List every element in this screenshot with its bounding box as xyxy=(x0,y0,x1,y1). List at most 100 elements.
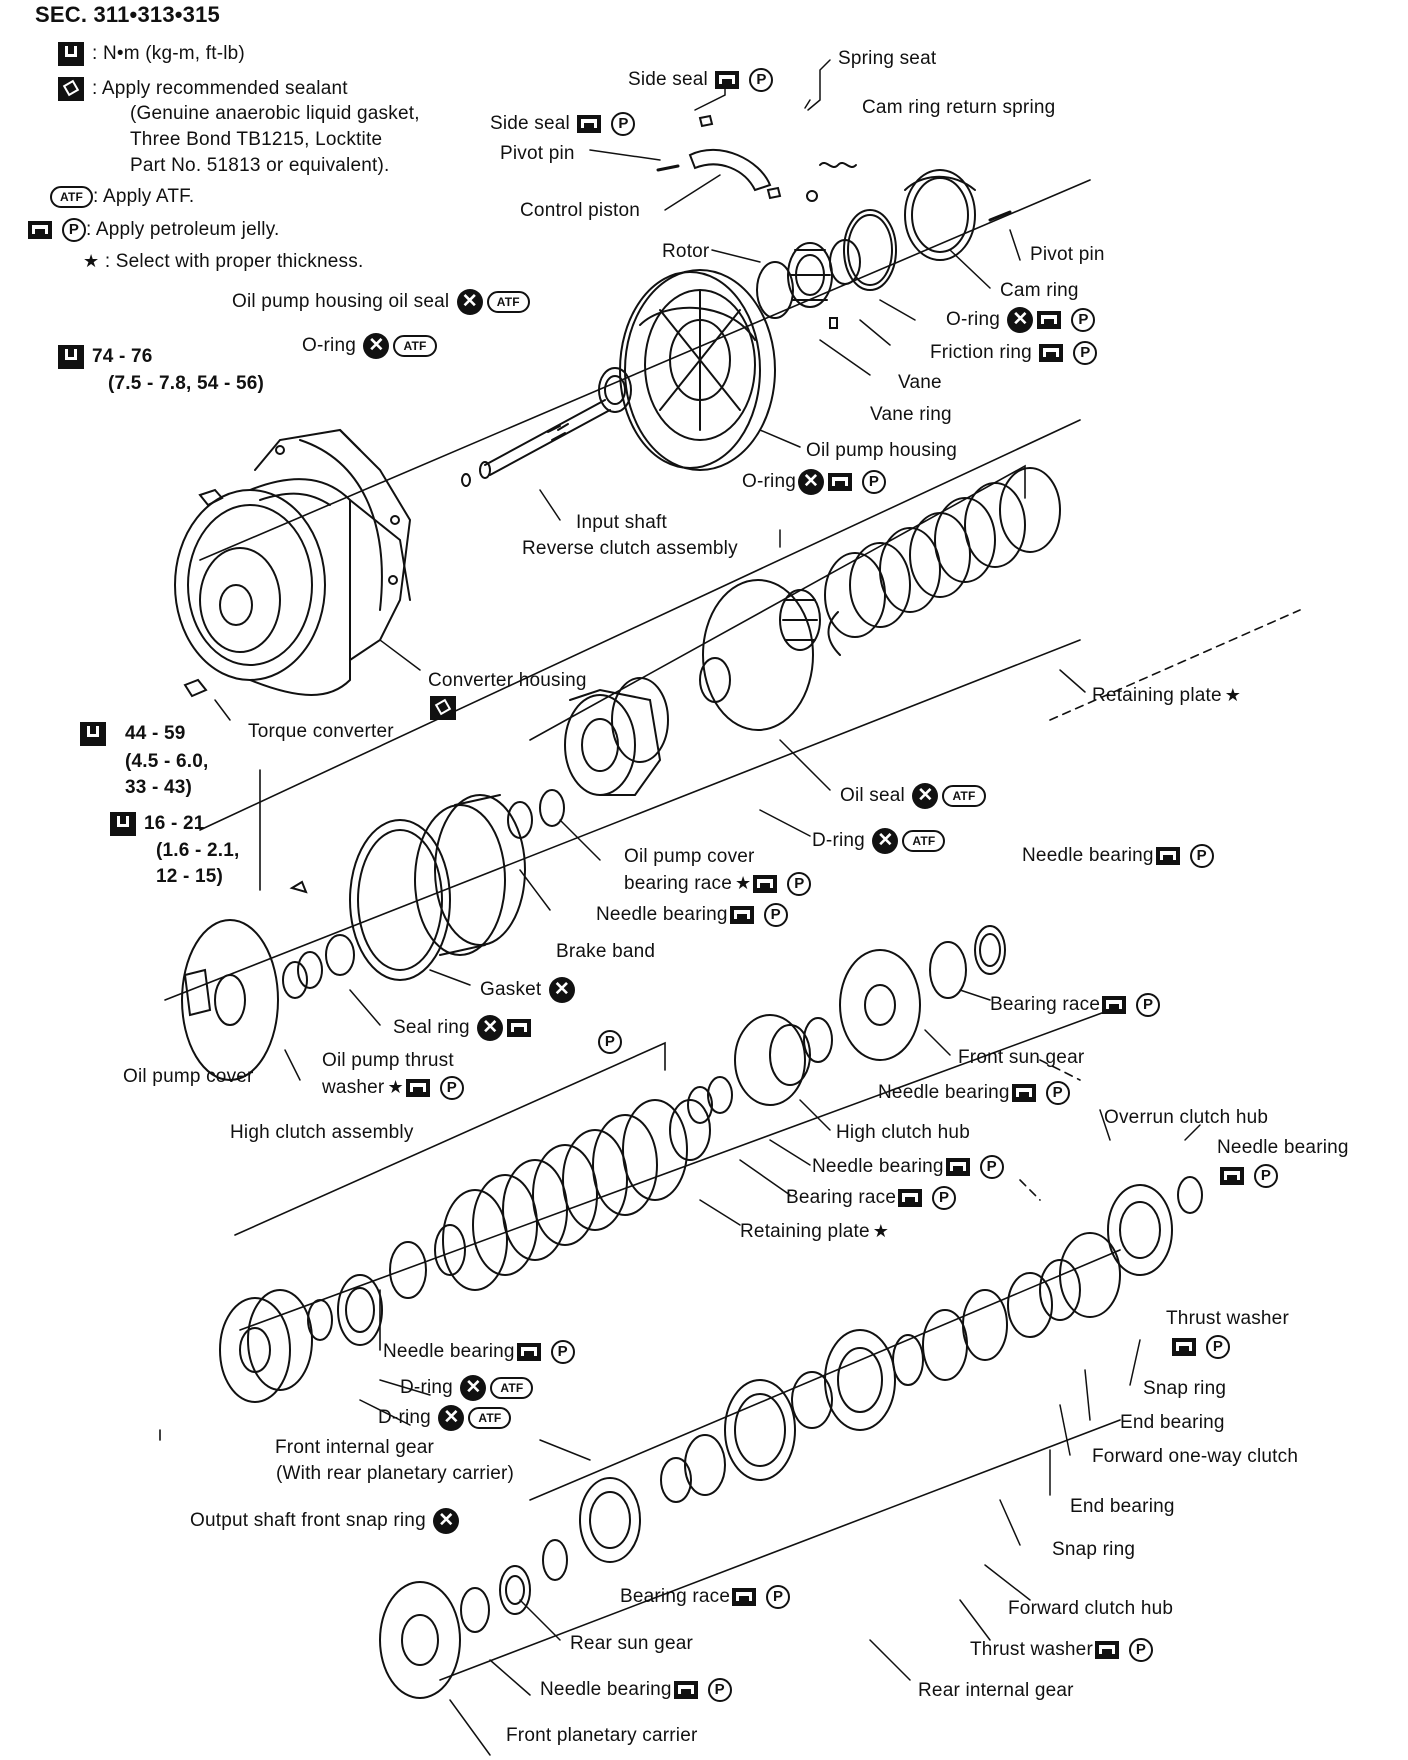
label-front-planetary-carrier: Front planetary carrier xyxy=(506,1725,698,1746)
replace-x-icon: ✕ xyxy=(433,1508,460,1534)
label-forward-clutch-hub: Forward clutch hub xyxy=(1008,1598,1174,1619)
label-oil-pump-housing-oil-seal: Oil pump housing oil seal ✕ATF xyxy=(232,289,530,315)
converter-housing-drawing xyxy=(254,428,412,661)
label-high-clutch-hub: High clutch hub xyxy=(836,1122,970,1143)
thrust-washer-1-icons: P xyxy=(1170,1335,1230,1359)
torque-converter-drawing xyxy=(174,478,351,696)
petroleum-jelly-icon xyxy=(1094,1640,1125,1660)
petroleum-jelly-icon xyxy=(1220,1166,1250,1186)
label-reverse-clutch-assembly: Reverse clutch assembly xyxy=(522,538,738,559)
replace-x-icon: ✕ xyxy=(872,828,899,854)
label-front-internal-gear-2: (With rear planetary carrier) xyxy=(276,1463,515,1484)
group-bracket-lines xyxy=(159,464,1121,1501)
petroleum-jelly-icon xyxy=(729,905,760,925)
p-circle-icon: P xyxy=(862,470,886,494)
petroleum-jelly-icon xyxy=(732,1587,762,1607)
star-icon: ★ xyxy=(83,251,100,271)
gasket-drawing xyxy=(349,819,451,981)
p-circle-icon: P xyxy=(598,1030,622,1054)
p-circle-icon: P xyxy=(1071,308,1096,332)
label-oil-pump-thrust-washer: Oil pump thrust xyxy=(322,1050,454,1071)
replace-x-icon: ✕ xyxy=(456,289,483,315)
p-circle-icon: P xyxy=(763,903,788,927)
label-snap-ring-1: Snap ring xyxy=(1143,1378,1227,1399)
torque-spec-3-detail-b: 12 - 15) xyxy=(156,866,224,887)
legend-atf: ATF: Apply ATF. xyxy=(48,186,194,208)
converter-housing-sealant xyxy=(430,696,464,720)
label-seal-ring: Seal ring ✕ xyxy=(393,1015,539,1041)
label-retaining-plate-1: Retaining plate★ xyxy=(1092,685,1242,706)
label-oil-pump-thrust-washer-2: washer★P xyxy=(322,1076,464,1100)
control-piston-drawing xyxy=(656,114,857,202)
petroleum-jelly-icon xyxy=(516,1342,547,1362)
replace-x-icon: ✕ xyxy=(438,1405,465,1431)
p-circle-icon: P xyxy=(1073,341,1098,365)
petroleum-jelly-icon xyxy=(577,114,607,134)
label-vane: Vane xyxy=(898,372,942,393)
replace-x-icon: ✕ xyxy=(363,333,390,359)
label-front-sun-gear: Front sun gear xyxy=(958,1047,1085,1068)
label-d-ring-2: D-ring ✕ATF xyxy=(400,1375,534,1401)
label-forward-one-way-clutch: Forward one-way clutch xyxy=(1092,1446,1299,1467)
bolts-drawing xyxy=(183,488,308,894)
petroleum-jelly-icon xyxy=(673,1680,704,1700)
star-icon: ★ xyxy=(387,1077,404,1098)
label-d-ring-3: D-ring ✕ATF xyxy=(378,1405,512,1431)
atf-icon: ATF xyxy=(393,335,437,357)
label-oil-pump-cover-bearing-race: Oil pump cover xyxy=(624,846,755,867)
label-overrun-clutch-hub: Overrun clutch hub xyxy=(1104,1107,1269,1128)
p-circle-icon: P xyxy=(611,112,636,136)
reverse-clutch-drawing xyxy=(564,467,1061,796)
label-side-seal-2: Side seal P xyxy=(490,112,636,136)
front-sun-gear-drawing xyxy=(839,925,1006,1061)
label-needle-bearing-4: Needle bearing xyxy=(1217,1137,1349,1158)
o-ring-large-drawing xyxy=(619,271,761,469)
torque-spec-2: 44 - 59 xyxy=(80,722,186,746)
label-o-ring-2: O-ring ✕P xyxy=(946,307,1096,333)
label-d-ring-1: D-ring ✕ATF xyxy=(812,828,946,854)
label-oil-pump-cover: Oil pump cover xyxy=(123,1066,254,1087)
label-oil-pump-cover-bearing-race-2: bearing race★P xyxy=(624,872,812,896)
front-planetary-carrier-drawing xyxy=(379,1539,568,1699)
label-side-seal-1: Side seal P xyxy=(628,68,774,92)
petroleum-jelly-icon xyxy=(828,472,858,492)
label-output-shaft-front-snap-ring: Output shaft front snap ring ✕ xyxy=(190,1508,461,1534)
label-leaders xyxy=(214,59,1201,1756)
p-circle-icon: P xyxy=(1254,1164,1278,1188)
label-brake-band: Brake band xyxy=(556,941,656,962)
p-circle-icon: P xyxy=(439,1076,464,1100)
replace-x-icon: ✕ xyxy=(477,1015,504,1041)
replace-x-icon: ✕ xyxy=(460,1375,487,1401)
replace-x-icon: ✕ xyxy=(1007,307,1034,333)
torque-wrench-icon xyxy=(58,42,84,66)
p-circle-icon: P xyxy=(1206,1335,1230,1359)
p-circle-icon: P xyxy=(749,68,774,92)
label-rotor: Rotor xyxy=(662,241,710,262)
torque-spec-2-detail-a: (4.5 - 6.0, xyxy=(125,751,209,772)
legend-sealant-line2: (Genuine anaerobic liquid gasket, xyxy=(130,103,420,124)
cam-ring-drawing xyxy=(904,169,1012,261)
oil-pump-housing-drawing xyxy=(598,269,776,471)
section-number: SEC. 311•313•315 xyxy=(35,2,220,27)
petroleum-jelly-icon xyxy=(753,874,783,894)
label-thrust-washer-1: Thrust washer xyxy=(1166,1308,1289,1329)
torque-wrench-icon xyxy=(110,812,136,836)
p-circle-icon: P xyxy=(1128,1638,1153,1662)
label-oil-pump-housing: Oil pump housing xyxy=(806,440,958,461)
label-o-ring-3: O-ring✕P xyxy=(742,469,886,495)
label-rear-internal-gear: Rear internal gear xyxy=(918,1680,1074,1701)
label-end-bearing-1: End bearing xyxy=(1120,1412,1225,1433)
sealant-icon xyxy=(58,77,84,101)
high-clutch-hub-drawing xyxy=(687,1014,833,1124)
petroleum-jelly-icon xyxy=(715,70,745,90)
label-gasket: Gasket ✕ xyxy=(480,977,577,1003)
petroleum-jelly-icon xyxy=(1155,846,1186,866)
p-circle-icon: P xyxy=(707,1678,732,1702)
